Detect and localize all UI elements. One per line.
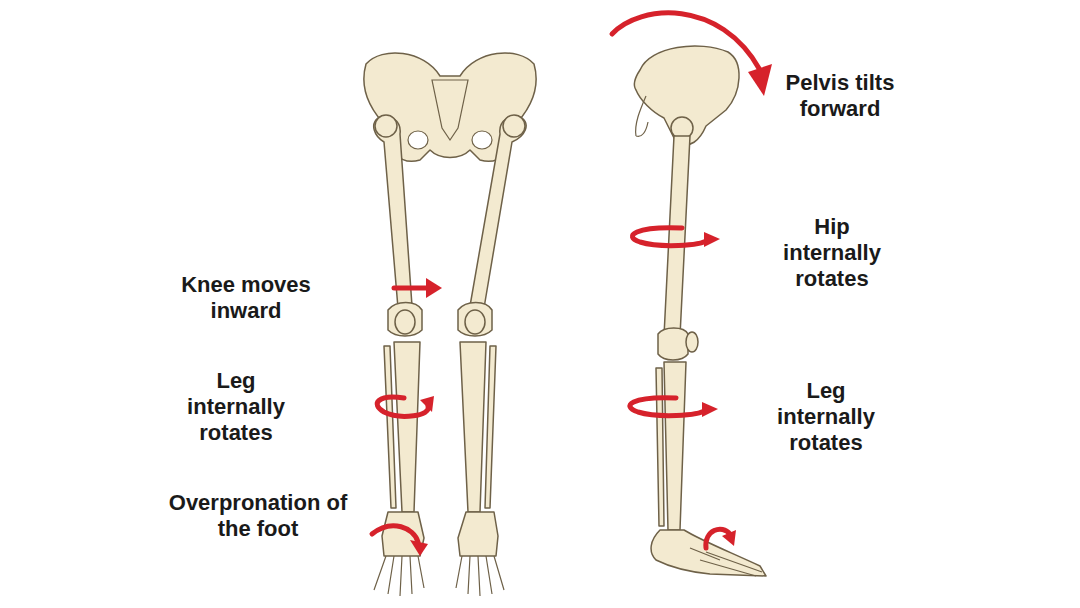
arrow-head (426, 278, 442, 298)
fibula-bone (656, 368, 664, 526)
ischium-bone (636, 96, 648, 136)
side-skeleton (634, 46, 766, 576)
patella (686, 332, 698, 352)
arrow-head (410, 540, 428, 556)
arrow-head (748, 64, 772, 96)
knee-condyle (658, 328, 688, 360)
arrow-head (704, 232, 720, 247)
arrow-head (420, 396, 434, 412)
knee-condyle (388, 303, 422, 337)
femur-bone (374, 116, 412, 308)
obturator-hole (408, 131, 428, 149)
annotation-label: Leg internally rotates (176, 368, 296, 446)
toe-bones (374, 556, 424, 596)
toe-bones (690, 548, 762, 576)
arrow-head (722, 530, 736, 546)
arrow-line (394, 286, 428, 291)
rotation-arrow (372, 526, 418, 542)
femoral-head (375, 115, 397, 137)
sacrum-bone (432, 80, 468, 140)
tibia-bone (394, 342, 420, 512)
fibula-bone (485, 346, 496, 508)
tibia-bone (460, 342, 486, 512)
tibia-bone (664, 362, 686, 530)
femur-bone (470, 116, 526, 308)
femoral-head (503, 115, 525, 137)
annotation-label: Leg internally rotates (766, 378, 886, 456)
tilt-arrow (612, 13, 760, 70)
patella (395, 310, 415, 334)
annotation-label: Overpronation of the foot (163, 490, 353, 542)
annotation-label: Pelvis tilts forward (765, 70, 915, 122)
fibula-bone (384, 346, 396, 508)
toe-bones (456, 556, 504, 596)
front-skeleton (364, 53, 536, 596)
rotation-arrow (632, 228, 708, 246)
foot-bones (458, 512, 498, 556)
obturator-hole (472, 131, 492, 149)
pelvis-bone (634, 46, 739, 145)
knee-condyle (458, 303, 492, 337)
motion-arrows (372, 13, 772, 556)
foot-bones (651, 530, 766, 576)
annotation-label: Hip internally rotates (772, 214, 892, 292)
patella (465, 310, 485, 334)
rotation-arrow (630, 398, 706, 416)
femur-bone (664, 136, 690, 336)
annotation-label: Knee moves inward (171, 272, 321, 324)
arrow-head (702, 402, 718, 417)
